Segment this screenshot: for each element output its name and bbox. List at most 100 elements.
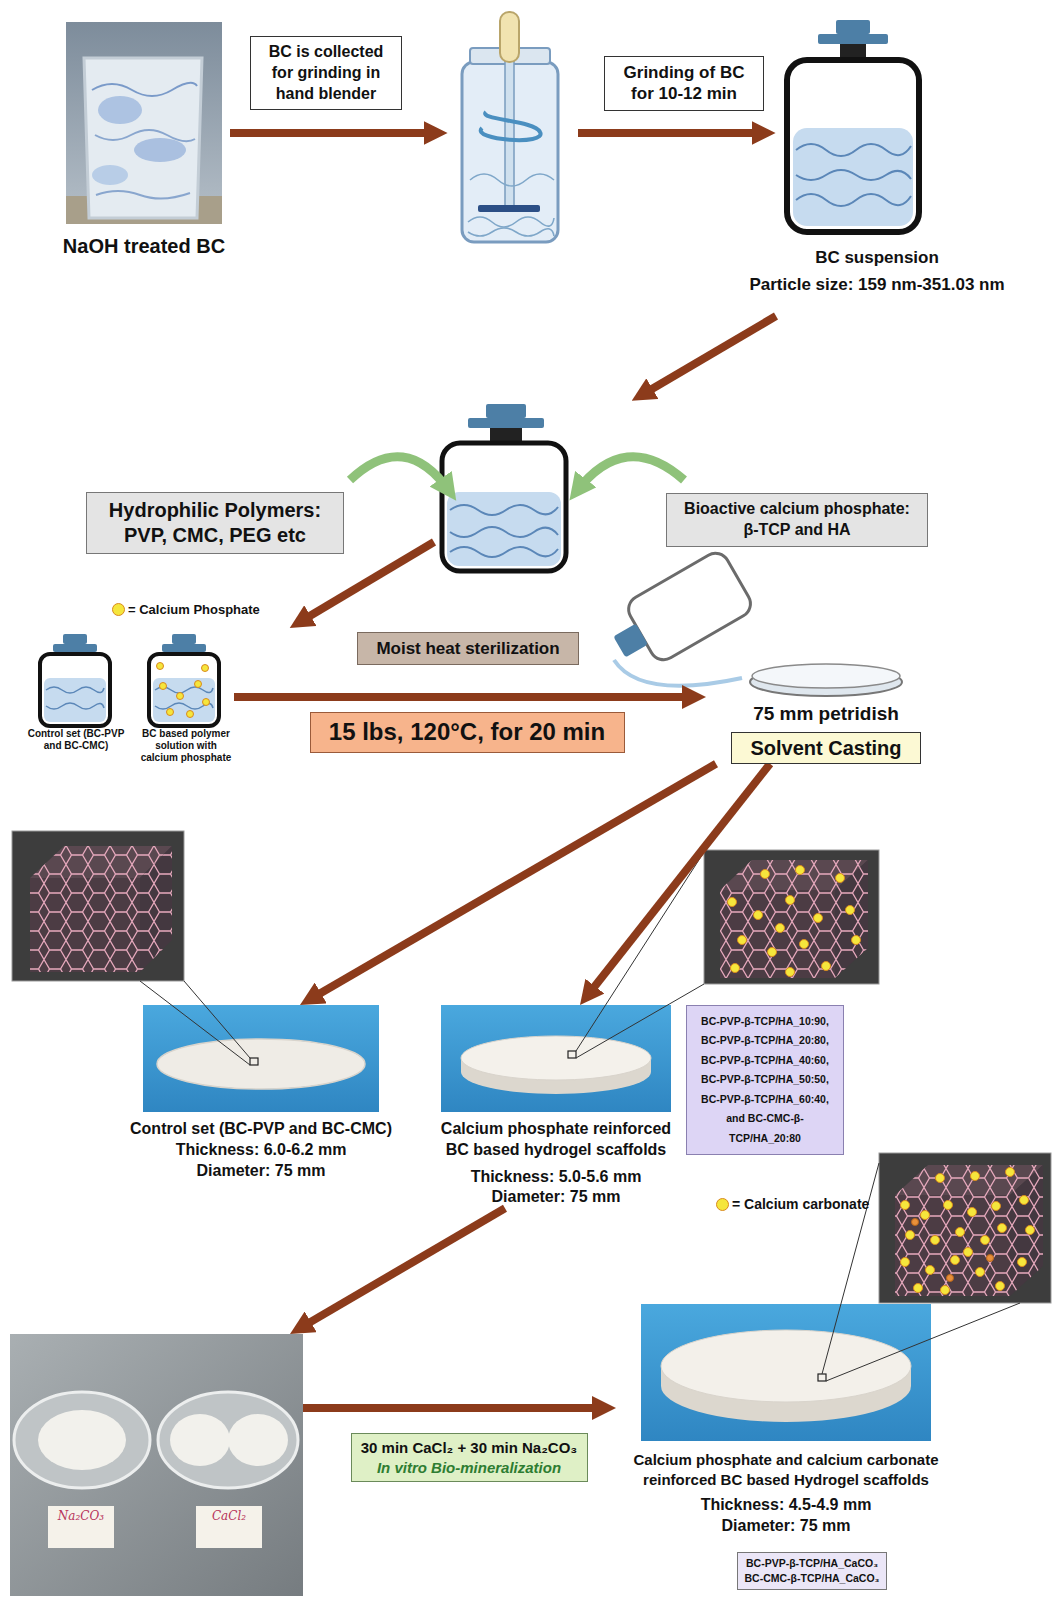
beaker-photo — [84, 58, 202, 218]
addition-arrow — [350, 457, 450, 492]
ingredient-box: Hydrophilic Polymers: PVP, CMC, PEG etc — [86, 492, 344, 554]
suspension-bottle — [796, 144, 911, 156]
petri-photo — [10, 1334, 303, 1596]
process-arrow — [586, 764, 770, 998]
control-bottle — [53, 644, 97, 652]
petri-photo — [196, 1506, 262, 1548]
scaffold-photo — [641, 1304, 931, 1441]
scaffold-cube — [704, 850, 879, 984]
process-arrow — [308, 764, 716, 1000]
suspension-bottle — [836, 20, 870, 34]
node-text: Diameter: 75 mm — [616, 1516, 956, 1537]
zoom-leader — [826, 1303, 1020, 1381]
scaffold-cube — [879, 1153, 1051, 1303]
condition-box: 30 min CaCl₂ + 30 min Na₂CO₃In vitro Bio… — [351, 1433, 588, 1482]
suspension-bottle — [796, 194, 911, 206]
process-arrow — [578, 129, 766, 137]
legend-entry: = Calcium Phosphate — [112, 601, 260, 617]
node-text: Control set (BC-PVP and BC-CMC) — [24, 728, 128, 752]
scaffold-cube — [981, 1236, 990, 1245]
petri-dish — [752, 664, 900, 688]
bottle-node: BC based polymer solution with calcium p… — [138, 634, 234, 764]
node-text: Calcium phosphate and calcium carbonate … — [616, 1450, 956, 1489]
mixing-bottle — [450, 527, 558, 537]
scaffold-cube — [895, 1195, 1010, 1296]
node-text: Diameter: 75 mm — [431, 1187, 681, 1208]
zoom-leader — [140, 981, 250, 1065]
scaffold-photo — [441, 1005, 671, 1112]
calcium-phosphate-bottle — [177, 693, 184, 700]
scaffold-cube — [914, 1284, 923, 1293]
zoom-leader — [184, 981, 250, 1058]
scaffold-cube — [998, 1224, 1007, 1233]
scaffold-cube — [901, 1168, 1035, 1295]
scaffold-cube — [728, 898, 737, 907]
petri-photo — [10, 1334, 303, 1596]
process-arrow — [298, 1208, 505, 1329]
ingredient-box: Bioactive calcium phosphate: β-TCP and H… — [666, 493, 928, 547]
beaker-photo — [95, 130, 195, 141]
scaffold-cube — [879, 1153, 1051, 1303]
scaffold-cube — [996, 1282, 1005, 1291]
scaffold-cube — [964, 1248, 973, 1257]
scaffold-node: Calcium phosphate and calcium carbonate … — [616, 1304, 956, 1537]
calcium-phosphate-bottle — [157, 663, 210, 718]
scaffold-photo — [250, 1058, 258, 1065]
addition-arrow — [576, 457, 684, 492]
scaffold-cube — [956, 1228, 965, 1237]
node-text: In vitro Bio-mineralization — [360, 1458, 579, 1478]
scaffold-photo — [568, 1051, 576, 1058]
calcium-phosphate-bottle — [160, 683, 167, 690]
scaffold-cube — [944, 1201, 953, 1210]
scaffold-cube — [754, 911, 763, 920]
scaffold-photo — [441, 1005, 671, 1112]
node-text: Thickness: 4.5-4.9 mm — [616, 1495, 956, 1516]
scaffold-cube — [921, 1211, 930, 1220]
petri-photo — [38, 1410, 126, 1470]
scaffold-cube — [814, 914, 823, 923]
node-text: BC-PVP-β-TCP/HA_10:90, BC-PVP-β-TCP/HA_2… — [695, 1012, 835, 1148]
scaffold-cube — [912, 1219, 919, 1226]
control-bottle — [44, 678, 106, 722]
scaffold-photo — [461, 1036, 651, 1080]
node-text: Hydrophilic Polymers: PVP, CMC, PEG etc — [95, 498, 335, 548]
hand-blender — [478, 205, 540, 212]
control-bottle — [46, 687, 104, 693]
scaffold-cube — [895, 1195, 1010, 1296]
node-text: Diameter: 75 mm — [111, 1161, 411, 1182]
scaffold-cube — [728, 866, 861, 977]
node-text: Calcium phosphate reinforced BC based hy… — [431, 1119, 681, 1161]
scaffold-photo — [143, 1005, 379, 1112]
scaffold-cube — [704, 850, 879, 984]
process-arrow — [640, 316, 776, 396]
scaffold-cube — [835, 860, 868, 978]
scaffold-cube — [30, 878, 140, 972]
scaffold-cube — [796, 866, 805, 875]
bottle-node: BC suspensionParticle size: 159 nm-351.0… — [717, 25, 1037, 296]
scaffold-cube — [971, 1172, 980, 1181]
scaffold-cube — [720, 890, 835, 978]
calcium-phosphate-bottle — [157, 663, 164, 670]
scaffold-cube — [1006, 1168, 1015, 1177]
scaffold-cube — [800, 940, 809, 949]
sample-list-box: BC-PVP-β-TCP/HA_CaCO₃ BC-CMC-β-TCP/HA_Ca… — [737, 1552, 887, 1590]
scaffold-cube — [738, 936, 747, 945]
scaffold-cube — [941, 1286, 950, 1295]
control-bottle — [40, 654, 110, 726]
suspension-bottle — [796, 170, 911, 180]
calcium-phosphate-bottle — [203, 699, 210, 706]
scaffold-cube — [901, 1201, 910, 1210]
calcium-phosphate-bottle — [195, 681, 202, 688]
calcium-phosphate-bottle — [153, 678, 215, 722]
step-label-box: BC is collected for grinding in hand ble… — [250, 36, 402, 110]
node-text: BC based polymer solution with calcium p… — [138, 728, 234, 764]
calcium-phosphate-bottle — [187, 711, 194, 718]
process-arrow — [298, 542, 434, 623]
process-arrow — [230, 129, 438, 137]
suspension-bottle — [793, 128, 913, 226]
scaffold-node: Calcium phosphate reinforced BC based hy… — [431, 1005, 681, 1208]
pouring-bottle — [602, 548, 756, 677]
scaffold-cube — [951, 1256, 960, 1265]
